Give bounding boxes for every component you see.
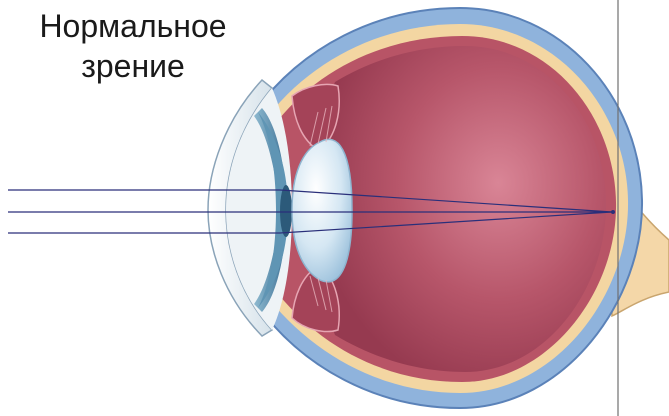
pupil — [280, 185, 292, 237]
focal-point — [611, 210, 615, 214]
